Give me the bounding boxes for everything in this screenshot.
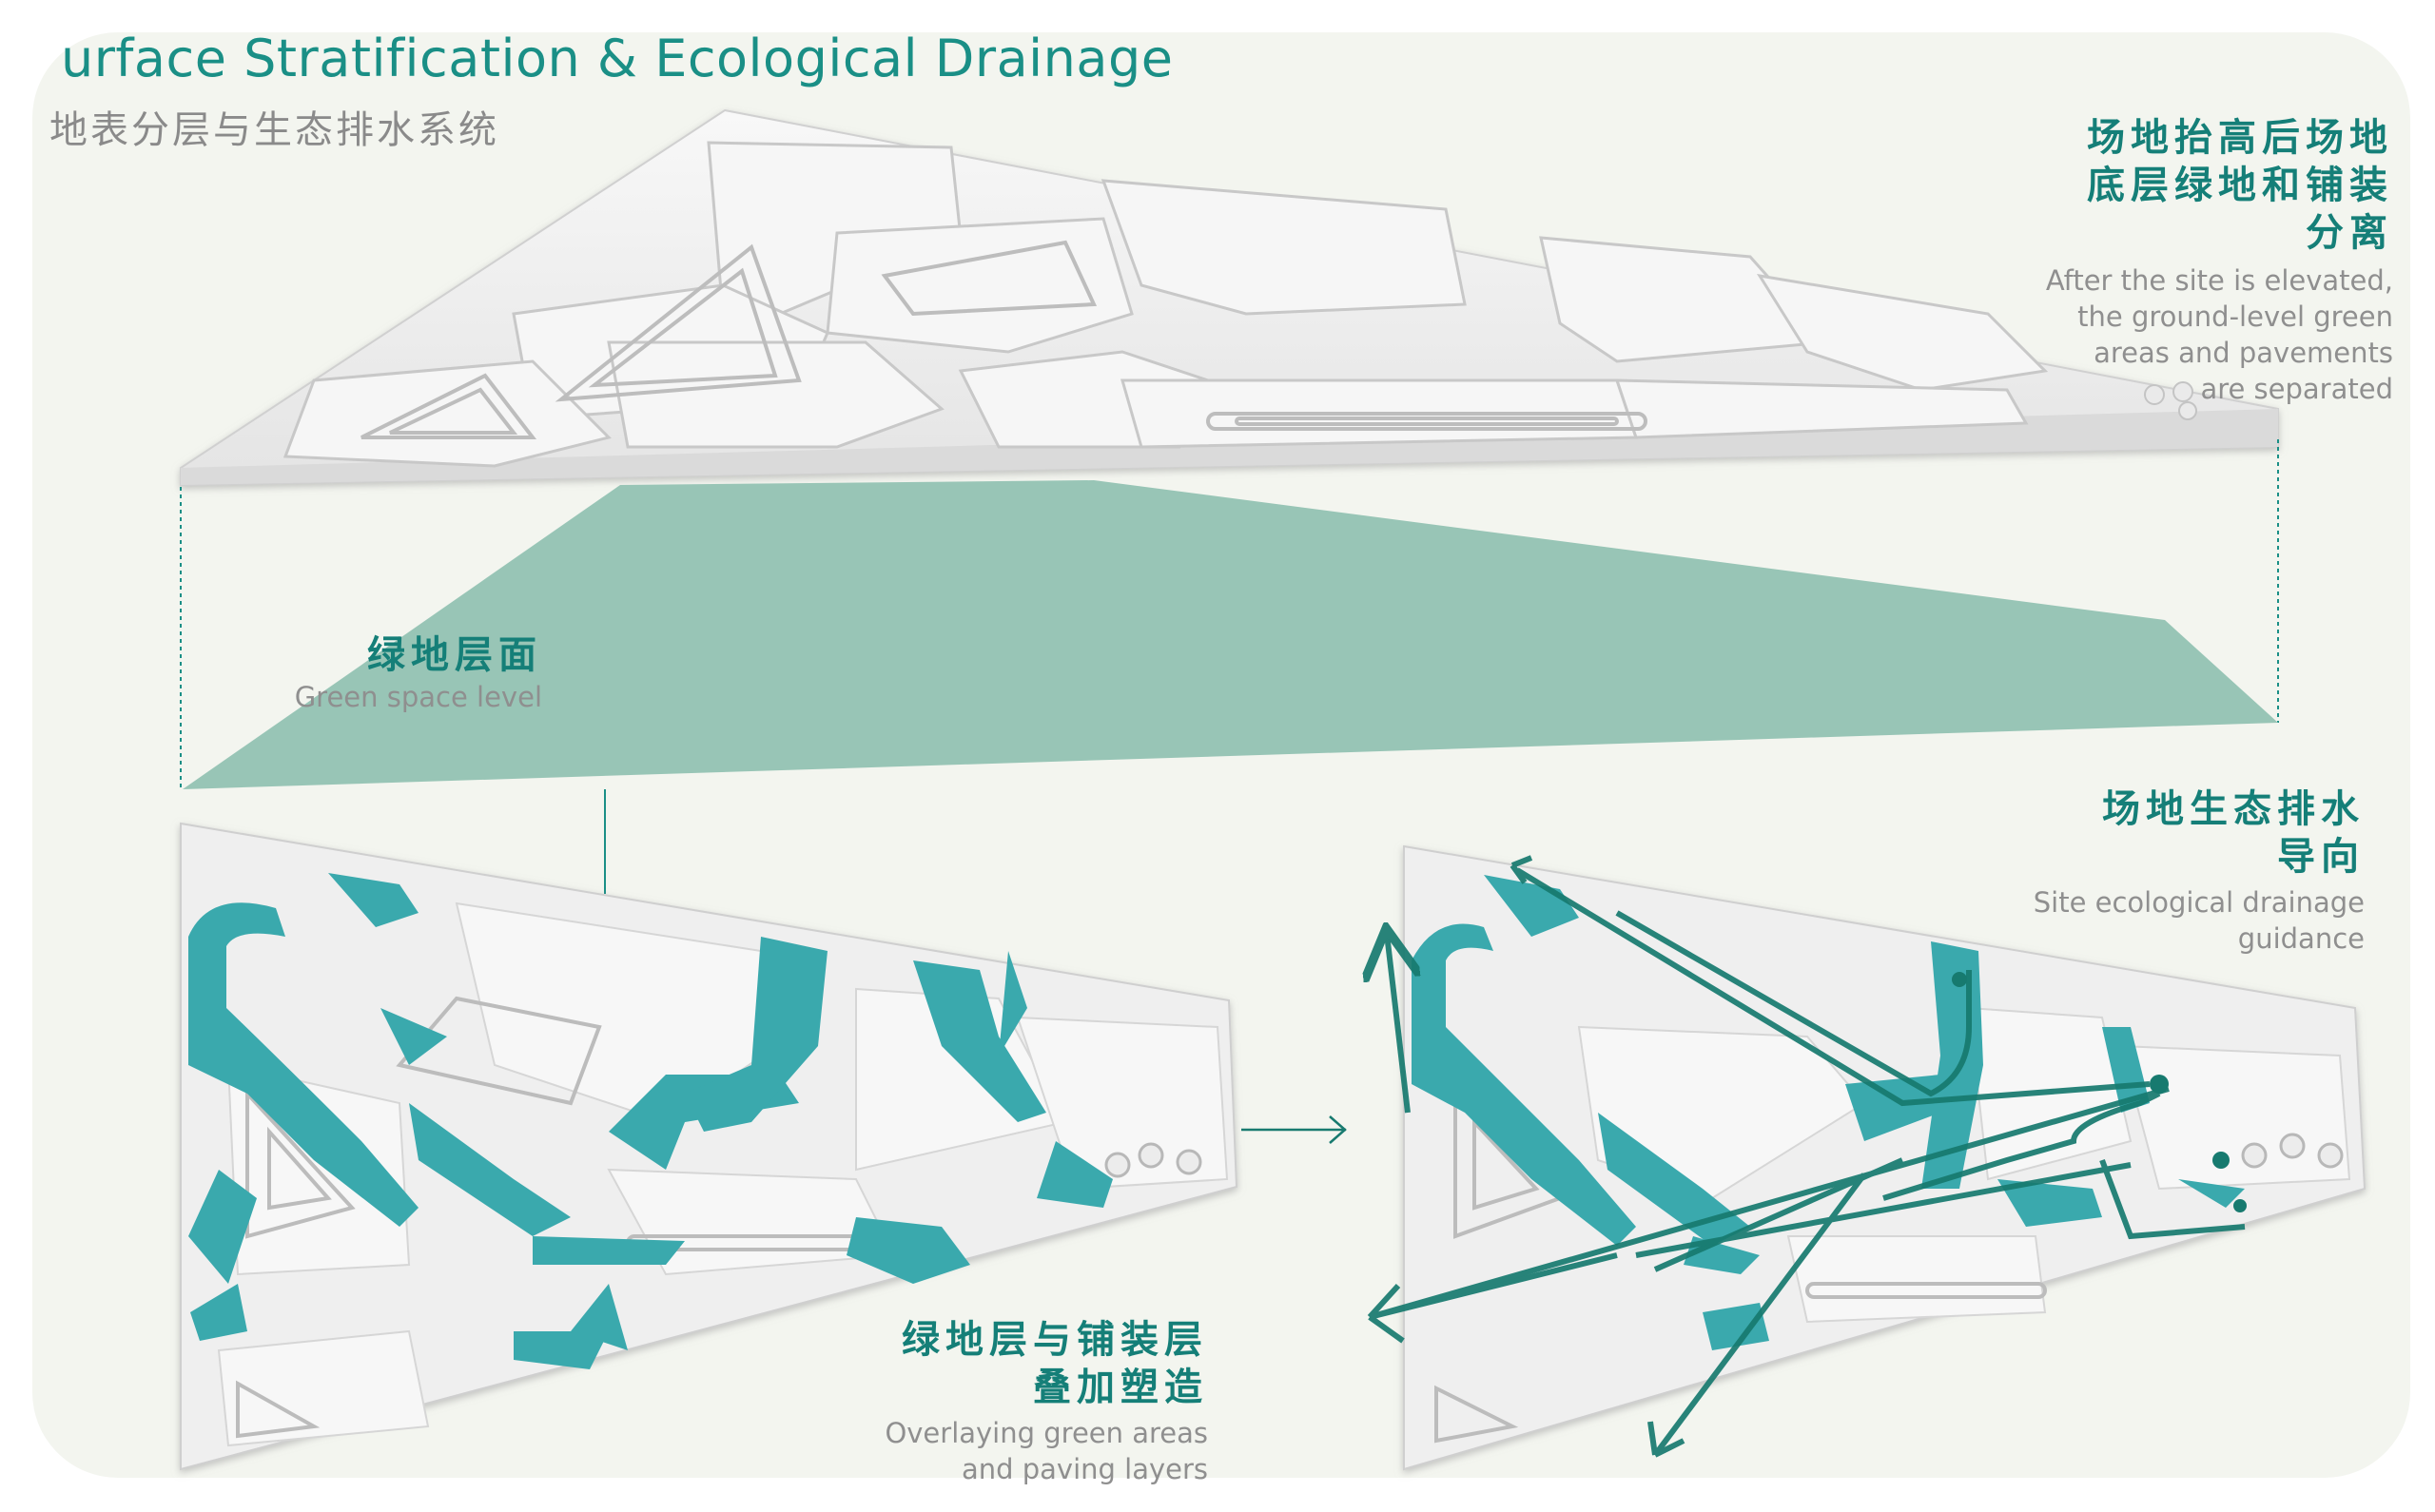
annotation-drainage-cn-1: 场地生态排水 bbox=[2102, 787, 2365, 831]
annotation-elevated-en-4: are separated bbox=[2200, 373, 2393, 405]
annotation-overlay-cn-2: 叠加塑造 bbox=[1033, 1366, 1208, 1409]
drainage-panel bbox=[1370, 844, 2367, 1471]
green-space-plane bbox=[183, 480, 2278, 789]
annotation-green-layer-en: Green space level bbox=[294, 681, 542, 713]
annotation-elevated-cn-3: 分离 bbox=[2306, 211, 2393, 255]
overlay-panel bbox=[180, 822, 1238, 1471]
annotation-green-layer-cn: 绿地层面 bbox=[367, 633, 542, 677]
annotation-elevated: 场地抬高后场地 底层绿地和铺装 分离 After the site is ele… bbox=[2046, 114, 2393, 407]
annotation-overlay-en-2: and paving layers bbox=[961, 1453, 1208, 1485]
page-title: urface Stratification & Ecological Drain… bbox=[61, 29, 1174, 88]
annotation-green-layer: 绿地层面 Green space level bbox=[295, 631, 542, 715]
annotation-elevated-cn-2: 底层绿地和铺装 bbox=[2087, 164, 2393, 207]
annotation-overlay: 绿地层与铺装层 叠加塑造 Overlaying green areas and … bbox=[885, 1316, 1208, 1487]
page-subtitle-cn: 地表分层与生态排水系统 bbox=[49, 108, 499, 152]
annotation-drainage-en-1: Site ecological drainage bbox=[2033, 886, 2365, 919]
annotation-overlay-cn-1: 绿地层与铺装层 bbox=[902, 1318, 1208, 1362]
annotation-drainage: 场地生态排水 导向 Site ecological drainage guida… bbox=[2034, 785, 2365, 957]
elevated-slab bbox=[180, 108, 2279, 487]
annotation-elevated-en-1: After the site is elevated, bbox=[2045, 264, 2393, 297]
annotation-elevated-en-3: areas and pavements bbox=[2094, 337, 2393, 369]
annotation-drainage-en-2: guidance bbox=[2237, 922, 2365, 955]
annotation-elevated-en-2: the ground-level green bbox=[2077, 300, 2393, 333]
annotation-drainage-cn-2: 导向 bbox=[2277, 835, 2365, 879]
annotation-elevated-cn-1: 场地抬高后场地 bbox=[2087, 116, 2393, 160]
annotation-overlay-en-1: Overlaying green areas bbox=[885, 1417, 1208, 1449]
transition-arrow bbox=[1241, 1115, 1347, 1144]
